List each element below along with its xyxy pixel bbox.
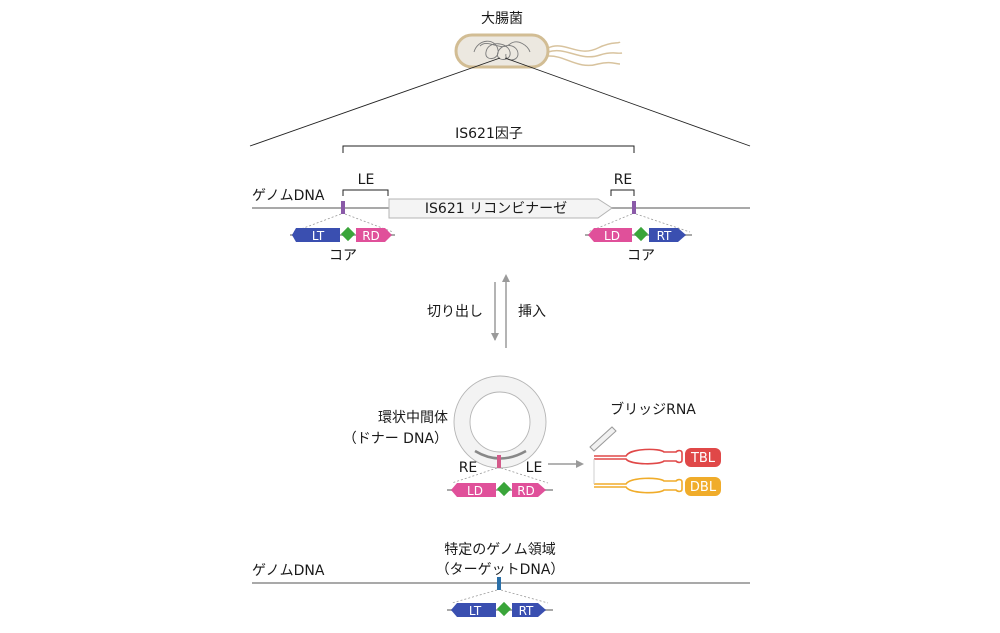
rd-label: RD	[362, 229, 380, 243]
genome-dna-label-bottom: ゲノムDNA	[252, 563, 325, 579]
left-core-zoom-2	[344, 213, 394, 233]
tbl-loop	[594, 448, 683, 465]
rt-segment	[512, 603, 546, 617]
target-core-zoom-1	[451, 589, 498, 604]
tbl-badge-label: TBL	[690, 451, 716, 466]
right-core-mark	[632, 201, 636, 214]
is621-element-label: IS621因子	[455, 126, 523, 142]
re-label: RE	[614, 172, 633, 188]
zoom-line-left	[249, 57, 501, 147]
core-diamond-icon	[633, 226, 649, 242]
to-bridge-rna-arrowhead-icon	[576, 460, 584, 468]
rd-segment	[512, 483, 546, 497]
lt-segment	[292, 228, 340, 242]
target-core-zoom-2	[500, 589, 549, 604]
circ-le-label: LE	[526, 460, 543, 476]
right-core-zoom-2	[635, 213, 691, 233]
le-bracket	[342, 189, 389, 196]
bridge-rna-stem	[589, 426, 617, 452]
lt-label: LT	[469, 604, 482, 618]
core-diamond-icon	[340, 226, 356, 242]
left-core-mark	[341, 201, 345, 214]
lt-label: LT	[312, 229, 325, 243]
ecoli-label: 大腸菌	[481, 11, 523, 27]
le-label: LE	[358, 172, 375, 188]
circular-core-mark	[497, 455, 501, 468]
left-core-block: LT RD	[290, 226, 395, 243]
dbl-badge	[685, 477, 721, 496]
insertion-label: 挿入	[518, 304, 546, 320]
donor-core-block: LD RD	[447, 481, 553, 498]
circular-ring-inner	[469, 391, 531, 453]
rd-label: RD	[517, 484, 535, 498]
recombinase-gene-arrow	[388, 198, 613, 219]
ld-label: LD	[467, 484, 483, 498]
target-region-label: 特定のゲノム領域	[444, 541, 556, 558]
core-label-left: コア	[329, 248, 357, 264]
lt-segment	[451, 603, 496, 617]
dbl-loop	[594, 477, 683, 494]
dbl-badge-label: DBL	[690, 480, 717, 495]
is621-element-bracket	[342, 145, 635, 153]
core-label-right: コア	[627, 248, 655, 264]
core-diamond-icon	[496, 481, 512, 497]
left-core-zoom-1	[292, 213, 342, 233]
rt-segment	[649, 228, 686, 242]
rd-segment	[356, 228, 392, 242]
target-core-mark	[497, 577, 501, 590]
bridge-rna-label: ブリッジRNA	[610, 401, 696, 418]
zoom-line-right	[504, 57, 751, 147]
donor-dna-label: （ドナー DNA）	[343, 431, 448, 447]
rt-label: RT	[519, 604, 534, 618]
right-core-block: LD RT	[585, 226, 692, 243]
recombinase-label: IS621 リコンビナーゼ	[425, 201, 567, 217]
ld-label: LD	[604, 229, 620, 243]
insertion-arrowhead-icon	[502, 274, 510, 282]
excision-arrowhead-icon	[491, 333, 499, 341]
tbl-badge	[685, 448, 721, 467]
core-diamond-icon	[496, 601, 512, 617]
re-bracket	[610, 189, 635, 196]
ld-segment	[588, 228, 632, 242]
rt-label: RT	[657, 229, 672, 243]
target-dna-label: （ターゲットDNA）	[436, 562, 565, 578]
ld-segment	[451, 483, 496, 497]
bridge-rna-structure	[589, 426, 683, 494]
genome-dna-label-top: ゲノムDNA	[252, 188, 325, 204]
ecoli-cell	[454, 33, 623, 69]
donor-core-zoom-2	[500, 467, 549, 484]
circ-re-label: RE	[459, 460, 478, 476]
target-core-block: LT RT	[447, 601, 553, 618]
circular-intermediate-label: 環状中間体	[378, 410, 448, 426]
circular-intermediate-ring	[454, 376, 546, 468]
excision-label: 切り出し	[427, 304, 483, 320]
